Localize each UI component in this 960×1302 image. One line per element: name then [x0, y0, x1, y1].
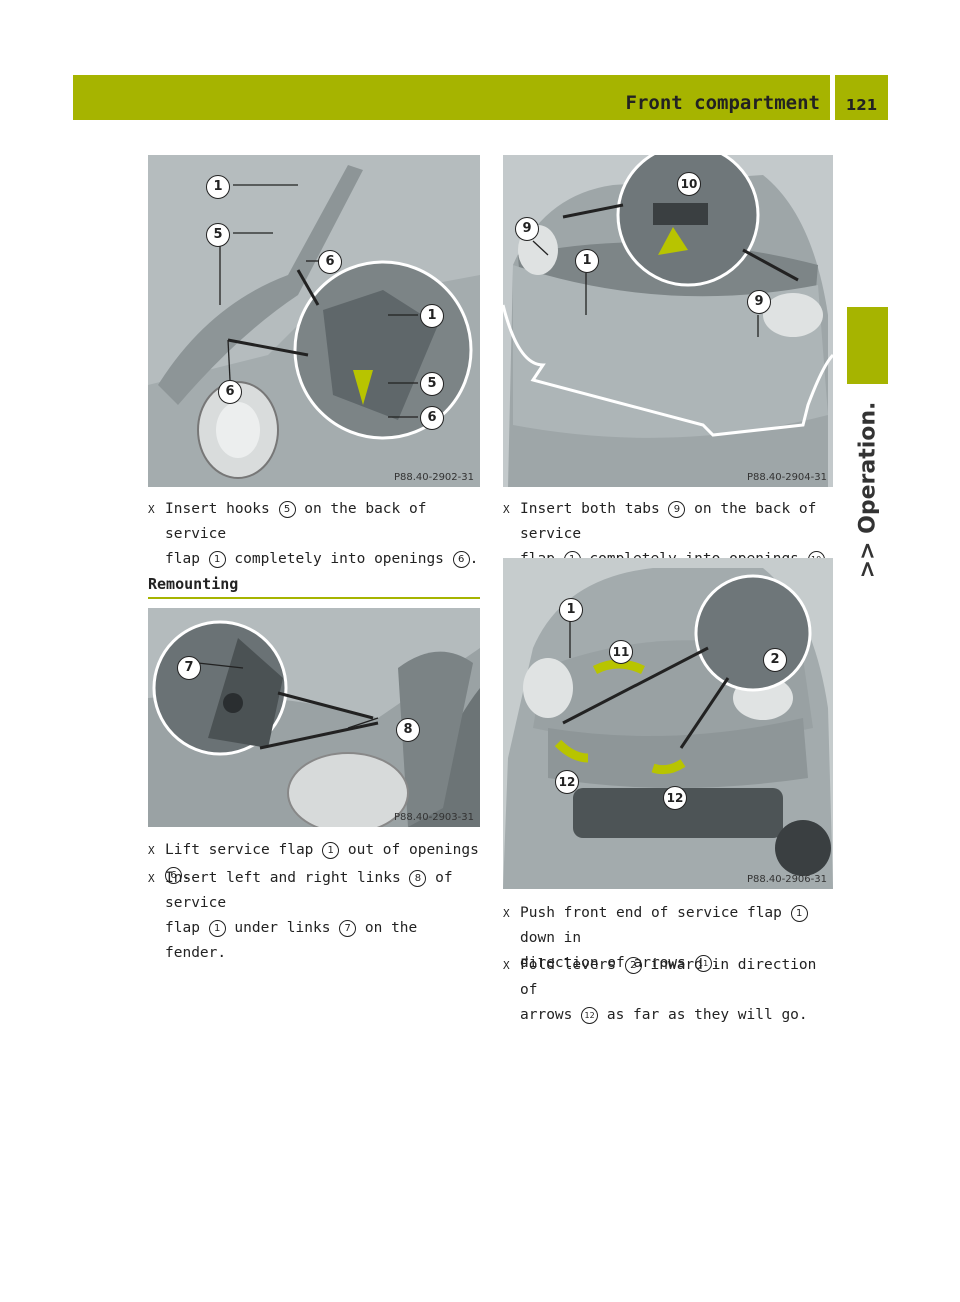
callout-12: 12	[663, 786, 687, 810]
callout-1: 1	[559, 598, 583, 622]
callout-1: 1	[420, 304, 444, 328]
figure-reference: P88.40-2904-31	[746, 472, 827, 483]
callout-ref: 1	[790, 905, 808, 922]
callout-7: 7	[177, 656, 201, 680]
callout-6: 6	[420, 406, 444, 430]
heading-rule	[148, 597, 480, 599]
section-heading: Remounting	[148, 575, 239, 593]
figure-push-fold: 1 11 2 12 12 P88.40-2906-31	[503, 558, 833, 889]
instruction-step: X Insert hooks 5 on the back of service …	[148, 497, 480, 572]
page-number-box: 121	[835, 75, 888, 120]
step-arrow-icon: X	[148, 503, 155, 516]
page-number: 121	[845, 96, 878, 114]
step-arrow-icon: X	[503, 959, 510, 972]
callout-1: 1	[575, 249, 599, 273]
callout-ref: 1	[208, 551, 226, 568]
callout-ref: 8	[409, 870, 427, 887]
callout-8: 8	[396, 718, 420, 742]
side-tab-label: >> Operation.	[855, 401, 880, 579]
callout-ref: 1	[322, 842, 340, 859]
callout-9: 9	[747, 290, 771, 314]
callout-6: 6	[318, 250, 342, 274]
callout-6: 6	[218, 380, 242, 404]
step-arrow-icon: X	[148, 844, 155, 857]
callout-ref: 12	[581, 1007, 599, 1024]
callout-12: 12	[555, 770, 579, 794]
step-arrow-icon: X	[503, 503, 510, 516]
callout-ref: 6	[165, 867, 182, 884]
callout-5: 5	[420, 372, 444, 396]
figure-links: 7 8 P88.40-2903-31	[148, 608, 480, 827]
callout-ref: 6	[452, 551, 470, 568]
callout-10: 10	[677, 172, 701, 196]
page-title: Front compartment	[625, 92, 820, 114]
header-bar: Front compartment	[73, 75, 830, 120]
callout-5: 5	[206, 223, 230, 247]
figure-hooks-insert: 1 5 6 1 5 6 6 P88.40-2902-31	[148, 155, 480, 487]
callout-2: 2	[763, 648, 787, 672]
callout-ref: 7	[339, 920, 357, 937]
callout-ref: 5	[278, 501, 296, 518]
instruction-step: X Fold levers 2 inward in direction of a…	[503, 953, 840, 1028]
step-arrow-icon: X	[148, 872, 155, 885]
callout-ref: 11	[694, 955, 712, 972]
figure-reference: P88.40-2906-31	[746, 874, 827, 885]
figure-reference: P88.40-2903-31	[393, 812, 474, 823]
side-tab-marker	[847, 307, 888, 384]
callout-1: 1	[206, 175, 230, 199]
step-arrow-icon: X	[503, 907, 510, 920]
callout-9: 9	[515, 217, 539, 241]
instruction-step: X Lift service flap 1 out of openings 6.	[148, 838, 480, 888]
instruction-step: X Push front end of service flap 1 down …	[503, 901, 840, 976]
instruction-step: X Insert left and right links 8 of servi…	[148, 866, 485, 966]
callout-11: 11	[609, 640, 633, 664]
figure-tabs-insert: 10 9 1 9 P88.40-2904-31	[503, 155, 833, 487]
figure-reference: P88.40-2902-31	[393, 472, 474, 483]
callout-ref: 9	[668, 501, 686, 518]
callout-ref: 2	[624, 957, 642, 974]
callout-ref: 1	[208, 920, 226, 937]
